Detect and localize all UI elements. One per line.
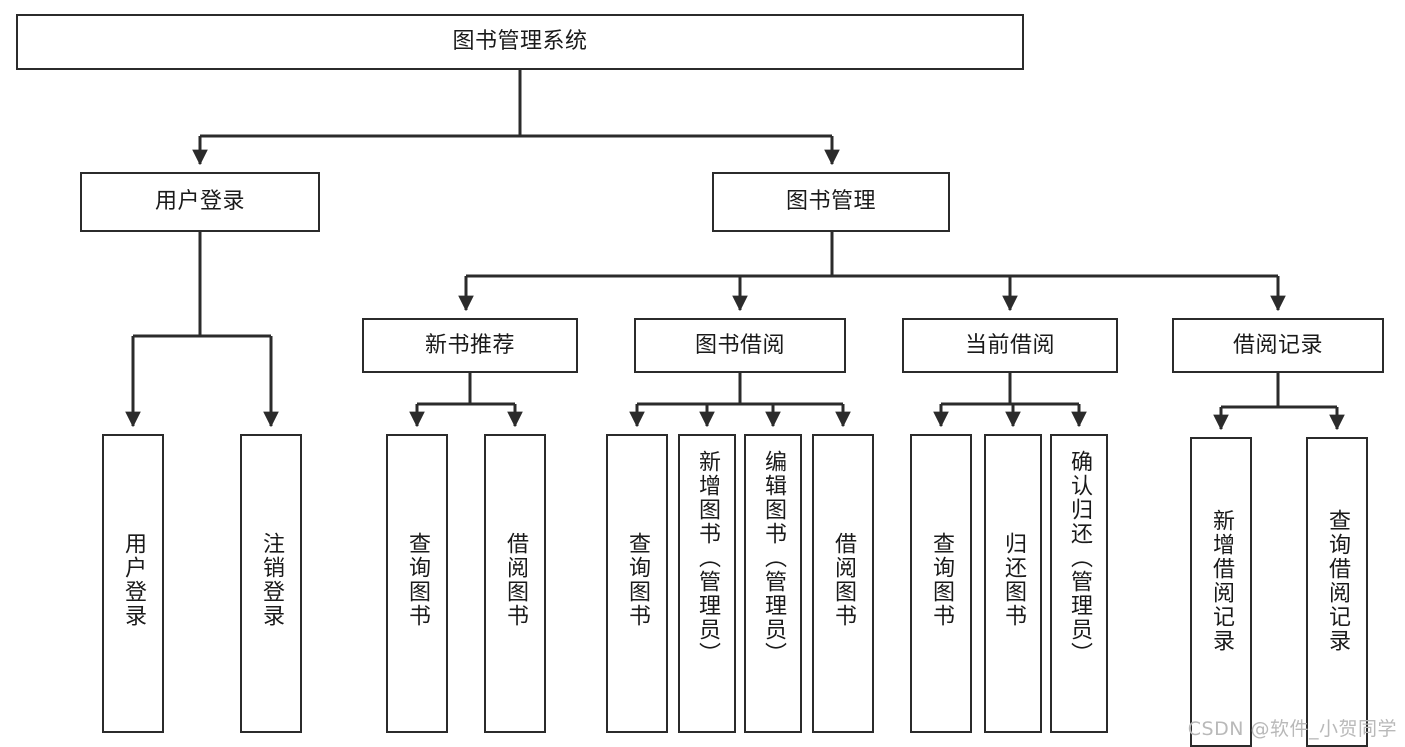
- leaf-borrow-book-1[interactable]: 借阅图书: [484, 434, 546, 733]
- leaf-user-login-label: 用户登录: [121, 532, 146, 628]
- node-user-login-label: 用户登录: [154, 189, 245, 215]
- leaf-query-book-2-label: 查询图书: [625, 532, 650, 628]
- leaf-confirm-return[interactable]: 确认归还（管理员）: [1050, 434, 1108, 733]
- leaf-add-book[interactable]: 新增图书（管理员）: [678, 434, 736, 733]
- leaf-borrow-book-1-label: 借阅图书: [503, 532, 528, 628]
- leaf-user-logout-label: 注销登录: [259, 532, 284, 628]
- node-new-book-rec[interactable]: 新书推荐: [362, 318, 578, 373]
- node-book-manage[interactable]: 图书管理: [712, 172, 950, 232]
- csdn-watermark: CSDN @软件_小贺同学: [1187, 718, 1397, 740]
- node-current-borrow[interactable]: 当前借阅: [902, 318, 1118, 373]
- node-new-book-rec-label: 新书推荐: [424, 332, 515, 358]
- leaf-confirm-return-label: 确认归还（管理员）: [1067, 450, 1092, 666]
- leaf-user-login[interactable]: 用户登录: [102, 434, 164, 733]
- node-book-manage-label: 图书管理: [785, 189, 876, 215]
- leaf-query-book-3[interactable]: 查询图书: [910, 434, 972, 733]
- leaf-return-book[interactable]: 归还图书: [984, 434, 1042, 733]
- leaf-query-book-2[interactable]: 查询图书: [606, 434, 668, 733]
- leaf-add-record-label: 新增借阅记录: [1209, 509, 1234, 653]
- leaf-borrow-book-2[interactable]: 借阅图书: [812, 434, 874, 733]
- leaf-query-book-1[interactable]: 查询图书: [386, 434, 448, 733]
- node-borrow-record[interactable]: 借阅记录: [1172, 318, 1384, 373]
- leaf-query-record[interactable]: 查询借阅记录: [1306, 437, 1368, 747]
- leaf-borrow-book-2-label: 借阅图书: [831, 532, 856, 628]
- node-root[interactable]: 图书管理系统: [16, 14, 1024, 70]
- leaf-add-book-label: 新增图书（管理员）: [695, 450, 720, 666]
- leaf-return-book-label: 归还图书: [1001, 532, 1026, 628]
- node-book-borrow-label: 图书借阅: [694, 332, 785, 358]
- leaf-edit-book-label: 编辑图书（管理员）: [761, 450, 786, 666]
- node-root-label: 图书管理系统: [452, 29, 588, 55]
- leaf-query-record-label: 查询借阅记录: [1325, 509, 1350, 653]
- leaf-query-book-3-label: 查询图书: [929, 532, 954, 628]
- node-user-login[interactable]: 用户登录: [80, 172, 320, 232]
- node-book-borrow[interactable]: 图书借阅: [634, 318, 846, 373]
- node-current-borrow-label: 当前借阅: [964, 332, 1055, 358]
- leaf-query-book-1-label: 查询图书: [405, 532, 430, 628]
- leaf-user-logout[interactable]: 注销登录: [240, 434, 302, 733]
- leaf-add-record[interactable]: 新增借阅记录: [1190, 437, 1252, 747]
- node-borrow-record-label: 借阅记录: [1232, 332, 1323, 358]
- leaf-edit-book[interactable]: 编辑图书（管理员）: [744, 434, 802, 733]
